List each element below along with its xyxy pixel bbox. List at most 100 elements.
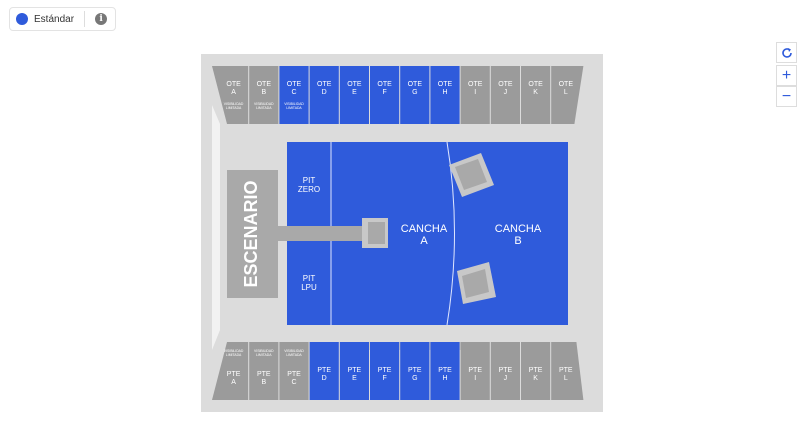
b-stage [368,222,385,244]
section-name: OTE [559,81,574,88]
zoom-out-button[interactable]: − [776,86,797,107]
pit-zero-label-line2: ZERO [298,185,320,194]
restricted-visibility-note: LIMITADA [256,353,272,357]
section-ote-l [551,66,584,124]
section-ote-a [212,66,249,124]
section-name: OTE [468,81,483,88]
section-letter: A [231,89,236,96]
ticket-type-legend[interactable]: Estándar i [9,7,117,31]
runway-overlay [278,226,368,241]
section-name: OTE [377,81,392,88]
section-ote-i [460,66,490,124]
left-walkway [212,105,220,350]
restricted-visibility-note: VISIBILIDAD [224,102,244,106]
section-name: PTE [468,367,482,374]
section-name: PTE [378,367,392,374]
section-name: OTE [498,81,513,88]
section-name: PTE [257,371,271,378]
cancha-b-label-line1: CANCHA [495,223,542,235]
restricted-visibility-note: LIMITADA [226,106,242,110]
section-ote-c[interactable] [279,66,309,124]
legend-divider [84,11,86,27]
cancha-b-label-line2: B [514,235,521,247]
section-letter: K [533,89,538,96]
section-pte-f[interactable] [370,342,400,400]
section-pte-l [551,342,584,400]
section-letter: D [322,89,327,96]
tower-upper [455,159,487,190]
section-letter: F [382,89,386,96]
section-name: PTE [348,367,362,374]
standard-color-dot [16,13,28,25]
section-pte-k [521,342,551,400]
section-letter: I [474,375,476,382]
restricted-visibility-note: LIMITADA [286,106,302,110]
restricted-visibility-note: LIMITADA [226,353,242,357]
restricted-visibility-note: VISIBILIDAD [254,102,274,106]
section-name: PTE [317,367,331,374]
section-name: OTE [528,81,543,88]
cancha-divider [446,141,455,326]
section-ote-g[interactable] [400,66,430,124]
zoom-in-button[interactable]: + [776,65,797,86]
section-name: PTE [559,367,573,374]
section-name: PTE [408,367,422,374]
restricted-visibility-note: LIMITADA [256,106,272,110]
stage [227,170,278,298]
section-letter: C [291,89,296,96]
section-pte-c [279,342,309,400]
legend-label: Estándar [34,13,75,25]
section-ote-k [521,66,551,124]
cancha-a-label-line2: A [420,235,428,247]
section-letter: J [504,375,508,382]
section-pte-e[interactable] [339,342,369,400]
section-letter: H [442,89,447,96]
section-pte-i [460,342,490,400]
section-letter: L [564,375,568,382]
section-name: PTE [529,367,543,374]
section-pte-b [249,342,279,400]
rotate-icon [781,47,792,58]
restricted-visibility-note: VISIBILIDAD [224,349,244,353]
section-ote-e[interactable] [339,66,369,124]
section-letter: H [442,375,447,382]
section-name: PTE [499,367,513,374]
section-letter: C [291,379,296,386]
section-ote-j [490,66,520,124]
section-letter: F [382,375,386,382]
section-letter: B [261,379,266,386]
pit-lpu-label-line1: PIT [303,274,316,283]
section-letter: D [322,375,327,382]
section-name: PTE [227,371,241,378]
section-letter: G [412,375,417,382]
top-sections: OTEAVISIBILIDADLIMITADAOTEBVISIBILIDADLI… [212,66,584,124]
section-ote-d[interactable] [309,66,339,124]
bottom-sections: PTEAVISIBILIDADLIMITADAPTEBVISIBILIDADLI… [212,342,584,400]
section-letter: L [564,89,568,96]
reset-view-button[interactable] [776,42,797,63]
section-letter: I [474,89,476,96]
section-name: OTE [226,81,241,88]
section-letter: G [412,89,417,96]
restricted-visibility-note: VISIBILIDAD [284,102,304,106]
section-name: PTE [287,371,301,378]
section-letter: E [352,375,357,382]
section-name: OTE [438,81,453,88]
pit-lpu-label-line2: LPU [301,283,317,292]
section-letter: K [533,375,538,382]
info-icon[interactable]: i [95,13,108,25]
section-letter: J [504,89,508,96]
stage-label: ESCENARIO [241,180,261,287]
section-ote-h[interactable] [430,66,460,124]
section-pte-g[interactable] [400,342,430,400]
tower-lower [462,269,489,298]
section-pte-d[interactable] [309,342,339,400]
section-pte-h[interactable] [430,342,460,400]
section-ote-f[interactable] [370,66,400,124]
cancha-a-label-line1: CANCHA [401,223,448,235]
section-name: OTE [287,81,302,88]
section-pte-a [212,342,249,400]
section-ote-b [249,66,279,124]
restricted-visibility-note: VISIBILIDAD [254,349,274,353]
